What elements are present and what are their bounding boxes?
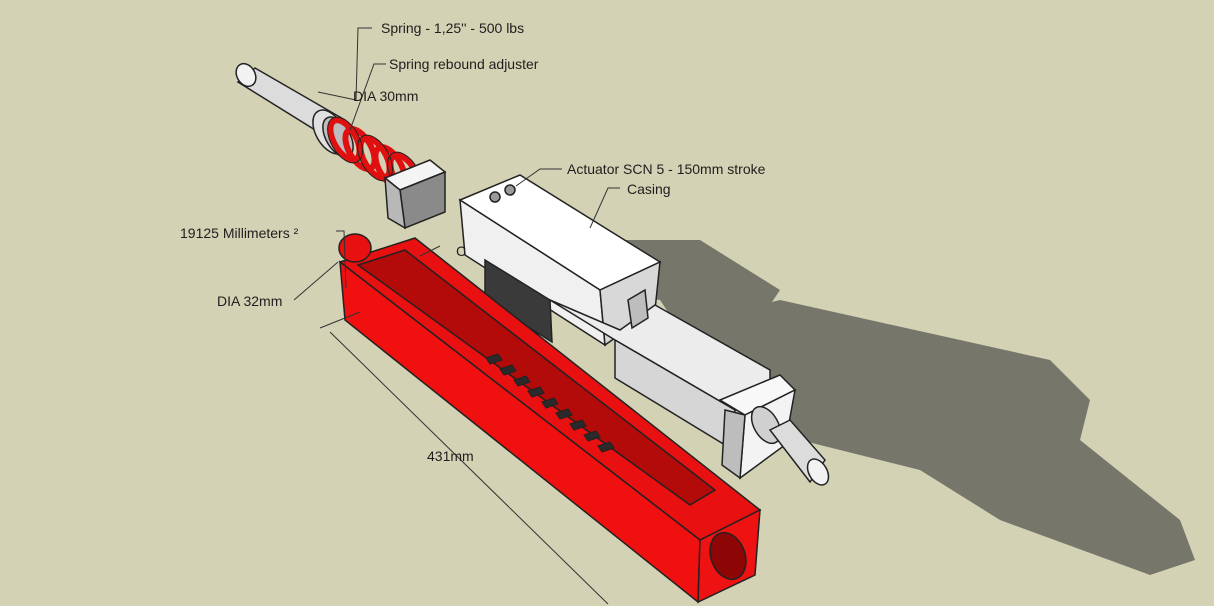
actuator (458, 174, 830, 486)
area-label: 19125 Millimeters ² (180, 225, 299, 241)
spring-label: Spring - 1,25'' - 500 lbs (381, 20, 525, 36)
dimension-lines (293, 27, 620, 605)
casing-slots (485, 353, 615, 453)
red-casing (338, 233, 762, 604)
actuator-label: Actuator SCN 5 - 150mm stroke (567, 161, 766, 177)
end-plate (383, 159, 447, 230)
dia30-label: DIA 30mm (353, 88, 419, 104)
cut-label: C (456, 243, 467, 259)
dia32-label: DIA 32mm (217, 293, 283, 309)
casing-label: Casing (627, 181, 671, 197)
rebound-adjuster-label: Spring rebound adjuster (389, 56, 539, 72)
length-dimension-label: 431mm (427, 448, 474, 464)
rebound-rod (235, 62, 354, 158)
